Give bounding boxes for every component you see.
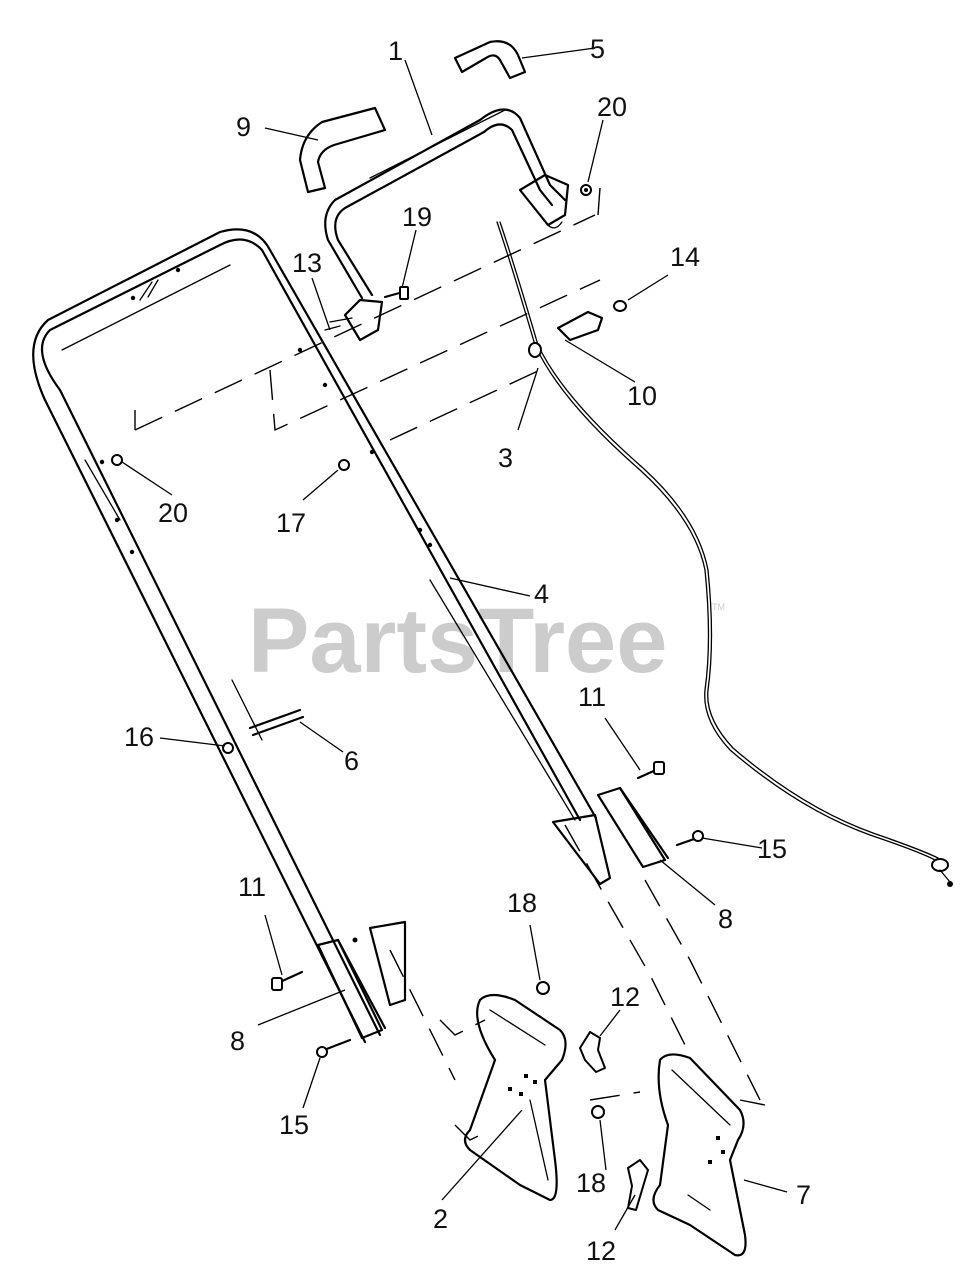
callout-14: 14 bbox=[670, 242, 700, 272]
part-20-nut-lower[interactable] bbox=[111, 454, 123, 466]
part-17-nut[interactable] bbox=[338, 459, 350, 471]
part-8-bracket-left[interactable] bbox=[316, 938, 387, 1040]
part-6-pin[interactable] bbox=[248, 708, 305, 737]
callout-20-upper: 20 bbox=[597, 92, 627, 122]
part-10-cable-bracket[interactable] bbox=[556, 310, 604, 342]
callout-11-left: 11 bbox=[238, 872, 266, 902]
leader-lines bbox=[121, 47, 788, 1231]
part-1-upper-handle[interactable] bbox=[324, 108, 570, 342]
watermark: PartsTree bbox=[248, 590, 667, 692]
callout-12-upper: 12 bbox=[610, 982, 640, 1012]
part-11-bolt-right[interactable] bbox=[636, 761, 665, 780]
part-13-bracket[interactable] bbox=[324, 317, 353, 331]
part-12-knob-upper[interactable] bbox=[579, 1031, 606, 1073]
callout-8-left: 8 bbox=[230, 1026, 245, 1056]
callout-3: 3 bbox=[498, 443, 513, 473]
callout-12-lower: 12 bbox=[586, 1236, 616, 1266]
callout-2: 2 bbox=[433, 1204, 448, 1234]
callout-6: 6 bbox=[344, 746, 359, 776]
part-7-side-plate[interactable] bbox=[652, 1053, 747, 1257]
part-15-bolt-right[interactable] bbox=[675, 830, 704, 847]
part-15-bolt-left[interactable] bbox=[316, 1038, 352, 1058]
callout-8-right: 8 bbox=[718, 904, 733, 934]
trademark: TM bbox=[712, 602, 725, 612]
part-3-control-cable[interactable] bbox=[496, 221, 953, 887]
part-16-nut[interactable] bbox=[222, 742, 234, 754]
part-18-nut-upper[interactable] bbox=[536, 981, 550, 995]
assembly-guide-lines bbox=[134, 187, 766, 1141]
callout-7: 7 bbox=[796, 1180, 811, 1210]
part-11-bolt-left[interactable] bbox=[271, 970, 304, 991]
callout-5: 5 bbox=[590, 34, 605, 64]
callout-15-right: 15 bbox=[757, 834, 787, 864]
callout-18-upper: 18 bbox=[507, 888, 537, 918]
part-18-nut-lower[interactable] bbox=[591, 1105, 605, 1119]
callout-19: 19 bbox=[402, 202, 432, 232]
part-19-bolt[interactable] bbox=[383, 286, 409, 300]
part-9-grip[interactable] bbox=[298, 106, 387, 194]
callout-20-lower: 20 bbox=[158, 498, 188, 528]
callout-13: 13 bbox=[292, 248, 322, 278]
callout-labels: 1 5 20 9 19 13 14 10 3 20 17 4 11 16 6 1… bbox=[124, 34, 811, 1266]
callout-18-lower: 18 bbox=[576, 1168, 606, 1198]
callout-16: 16 bbox=[124, 722, 154, 752]
callout-9: 9 bbox=[236, 112, 251, 142]
callout-1: 1 bbox=[388, 36, 403, 66]
callout-10: 10 bbox=[627, 381, 657, 411]
callout-11-right: 11 bbox=[578, 682, 606, 712]
part-2-side-plate[interactable] bbox=[463, 993, 567, 1202]
part-5-grip[interactable] bbox=[453, 40, 527, 80]
part-4-lower-handle[interactable] bbox=[32, 228, 612, 1044]
callout-17: 17 bbox=[276, 508, 306, 538]
callout-15-left: 15 bbox=[279, 1110, 309, 1140]
part-8-bracket-right[interactable] bbox=[596, 786, 670, 869]
part-20-nut-upper[interactable] bbox=[580, 184, 592, 196]
callout-4: 4 bbox=[534, 579, 549, 609]
part-14-screw[interactable] bbox=[613, 300, 627, 312]
